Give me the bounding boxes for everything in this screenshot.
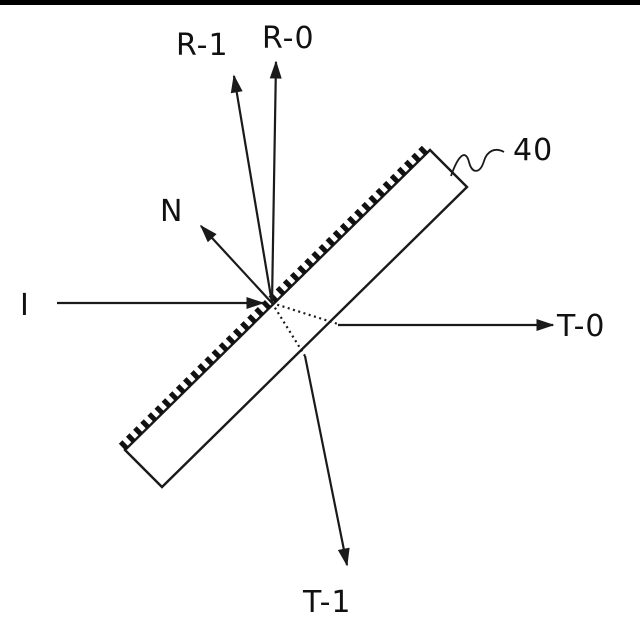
normal-arrow — [199, 224, 273, 304]
part-leader-squiggle — [450, 148, 505, 177]
internal-ray-to-t0 — [271, 301, 339, 326]
r0-ray — [269, 60, 282, 304]
t1-label: T-1 — [302, 585, 351, 620]
normal-label: N — [160, 194, 183, 229]
grating-teeth — [118, 143, 431, 451]
part-number-label: 40 — [513, 133, 553, 168]
r1-label: R-1 — [176, 28, 229, 63]
t0-label: T-0 — [556, 309, 605, 344]
t1-ray — [303, 355, 350, 567]
top-border — [0, 0, 640, 5]
grating-slab — [123, 148, 469, 489]
r0-label: R-0 — [262, 21, 315, 56]
r1-ray — [230, 74, 274, 304]
incident-ray-label: I — [20, 288, 30, 323]
